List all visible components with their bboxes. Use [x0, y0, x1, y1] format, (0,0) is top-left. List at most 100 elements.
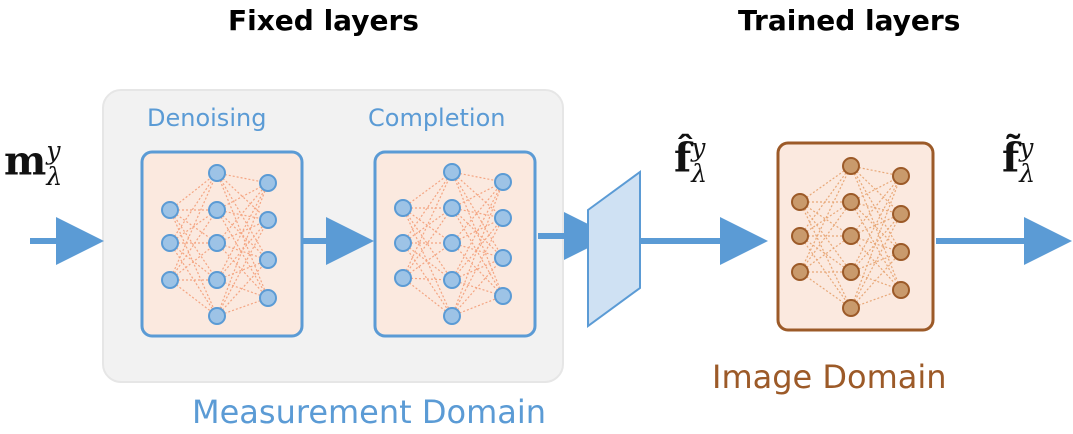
network-edge: [216, 209, 269, 299]
network-node: [892, 243, 910, 261]
network-node: [494, 209, 512, 227]
network-node: [842, 299, 860, 317]
network-edge: [451, 207, 504, 297]
network-edge: [169, 172, 218, 211]
network-edge: [799, 235, 852, 273]
fixed-layers-heading: Fixed layers: [228, 4, 419, 37]
network-edge: [216, 172, 269, 221]
network-edge: [402, 171, 453, 279]
network-edge: [216, 242, 269, 299]
network-node: [208, 234, 226, 252]
network-edge: [451, 171, 504, 259]
network-edge: [451, 295, 504, 317]
output-symbol-base: f̃: [1002, 134, 1020, 182]
network-node: [842, 227, 860, 245]
network-node: [208, 164, 226, 182]
network-node: [494, 287, 512, 305]
network-edge: [216, 172, 269, 261]
network-node: [259, 211, 277, 229]
network-edge: [216, 219, 269, 244]
network-node: [443, 199, 461, 217]
network-node: [791, 193, 809, 211]
network-edge: [451, 217, 504, 317]
projection-plane: [587, 170, 641, 328]
network-edge: [850, 175, 902, 203]
network-node: [842, 193, 860, 211]
network-edge: [216, 279, 269, 299]
network-edge: [850, 251, 902, 309]
network-edge: [169, 279, 218, 317]
network-edge: [216, 172, 269, 299]
network-edge: [169, 209, 218, 317]
network-edge: [451, 171, 504, 219]
intermediate-symbol-sup: y: [691, 133, 706, 162]
network-edge: [216, 182, 269, 244]
network-node: [892, 167, 910, 185]
network-node: [259, 251, 277, 269]
network-edge: [799, 201, 852, 273]
network-edge: [451, 217, 504, 281]
output-symbol-sup: y: [1019, 133, 1034, 162]
network-node: [394, 269, 412, 287]
network-edge: [799, 201, 852, 273]
network-node: [791, 263, 809, 281]
network-edge: [451, 257, 504, 281]
network-node: [443, 163, 461, 181]
network-node: [161, 271, 179, 289]
network-node: [259, 289, 277, 307]
network-edge: [169, 242, 218, 281]
network-node: [394, 199, 412, 217]
network-node: [208, 271, 226, 289]
network-edge: [451, 181, 504, 244]
input-symbol-base: m: [4, 137, 47, 185]
network-edge: [850, 175, 902, 309]
network-edge: [216, 182, 269, 211]
image-domain-label: Image Domain: [712, 358, 947, 396]
network-node: [494, 173, 512, 191]
network-edge: [169, 242, 218, 317]
trained-network: [791, 157, 910, 317]
network-node: [208, 201, 226, 219]
input-symbol-sub: λ: [46, 162, 63, 192]
completion-network: [394, 163, 512, 325]
network-edge: [799, 165, 852, 203]
output-symbol-sub: λ: [1019, 159, 1036, 189]
input-symbol-sup: y: [46, 136, 61, 165]
network-edge: [216, 259, 269, 317]
network-edge: [216, 259, 269, 281]
network-edge: [850, 213, 902, 273]
network-edge: [850, 213, 902, 237]
trained-layers-heading: Trained layers: [738, 4, 961, 37]
network-edge: [169, 172, 218, 281]
network-node: [892, 205, 910, 223]
network-edge: [451, 242, 504, 297]
network-node: [842, 157, 860, 175]
network-edge: [850, 165, 902, 253]
network-node: [443, 234, 461, 252]
network-edge: [799, 165, 852, 237]
network-node: [161, 201, 179, 219]
network-node: [443, 307, 461, 325]
network-node: [259, 174, 277, 192]
network-node: [842, 263, 860, 281]
network-edge: [451, 257, 504, 317]
network-node: [161, 234, 179, 252]
network-edge: [799, 235, 852, 273]
completion-label: Completion: [368, 104, 506, 132]
network-edge: [451, 181, 504, 281]
network-edge: [850, 235, 902, 291]
network-edge: [402, 242, 453, 317]
network-node: [892, 281, 910, 299]
network-edge: [850, 213, 902, 309]
network-edge: [850, 175, 902, 237]
intermediate-symbol-base: f̂: [674, 134, 692, 182]
intermediate-symbol-sub: λ: [691, 159, 708, 189]
network-node: [791, 227, 809, 245]
network-edge: [169, 209, 218, 244]
network-edge: [216, 297, 269, 317]
network-node: [494, 249, 512, 267]
network-edge: [216, 219, 269, 281]
